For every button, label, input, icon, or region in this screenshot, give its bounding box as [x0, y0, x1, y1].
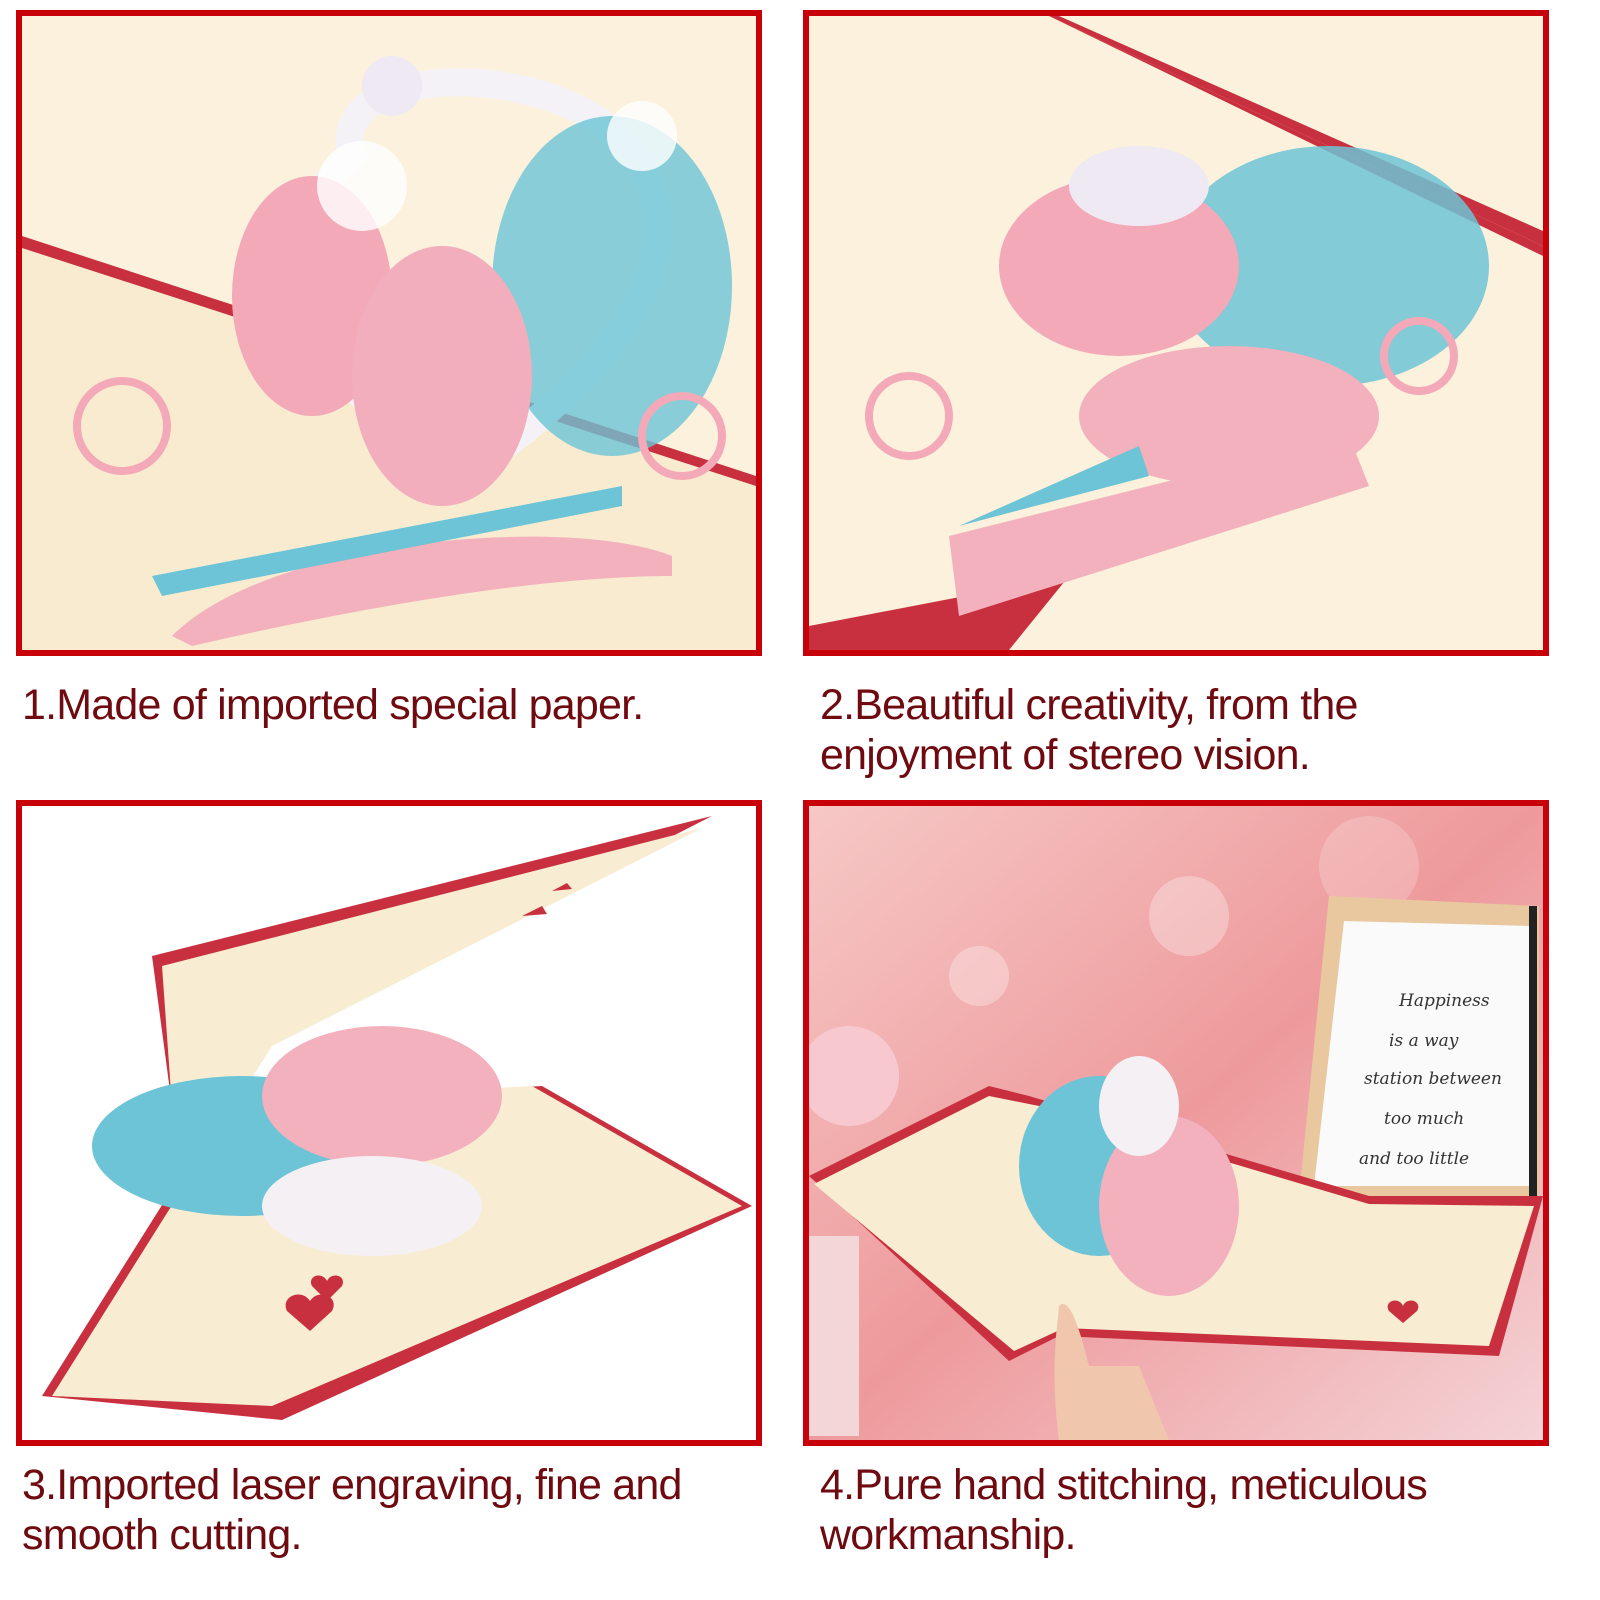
photo-3-popup-card-side [16, 800, 762, 1446]
caption-1: 1.Made of imported special paper. [22, 681, 644, 729]
caption-3: 3.Imported laser engraving, fine and smo… [22, 1461, 682, 1559]
photo-4-card-held-in-hand: Happiness is a way station between too m… [803, 800, 1549, 1446]
photo-1-popup-card-front [16, 10, 762, 656]
quote-line-5: and too little [1359, 1149, 1469, 1169]
quote-line-3: station between [1364, 1069, 1502, 1089]
quote-line-2: is a way [1389, 1031, 1459, 1051]
quote-line-1: Happiness [1398, 991, 1490, 1011]
photo-2-popup-card-angle [803, 10, 1549, 656]
quote-line-4: too much [1384, 1109, 1464, 1129]
caption-2: 2.Beautiful creativity, from the enjoyme… [820, 681, 1358, 779]
caption-4: 4.Pure hand stitching, meticulous workma… [820, 1461, 1428, 1559]
